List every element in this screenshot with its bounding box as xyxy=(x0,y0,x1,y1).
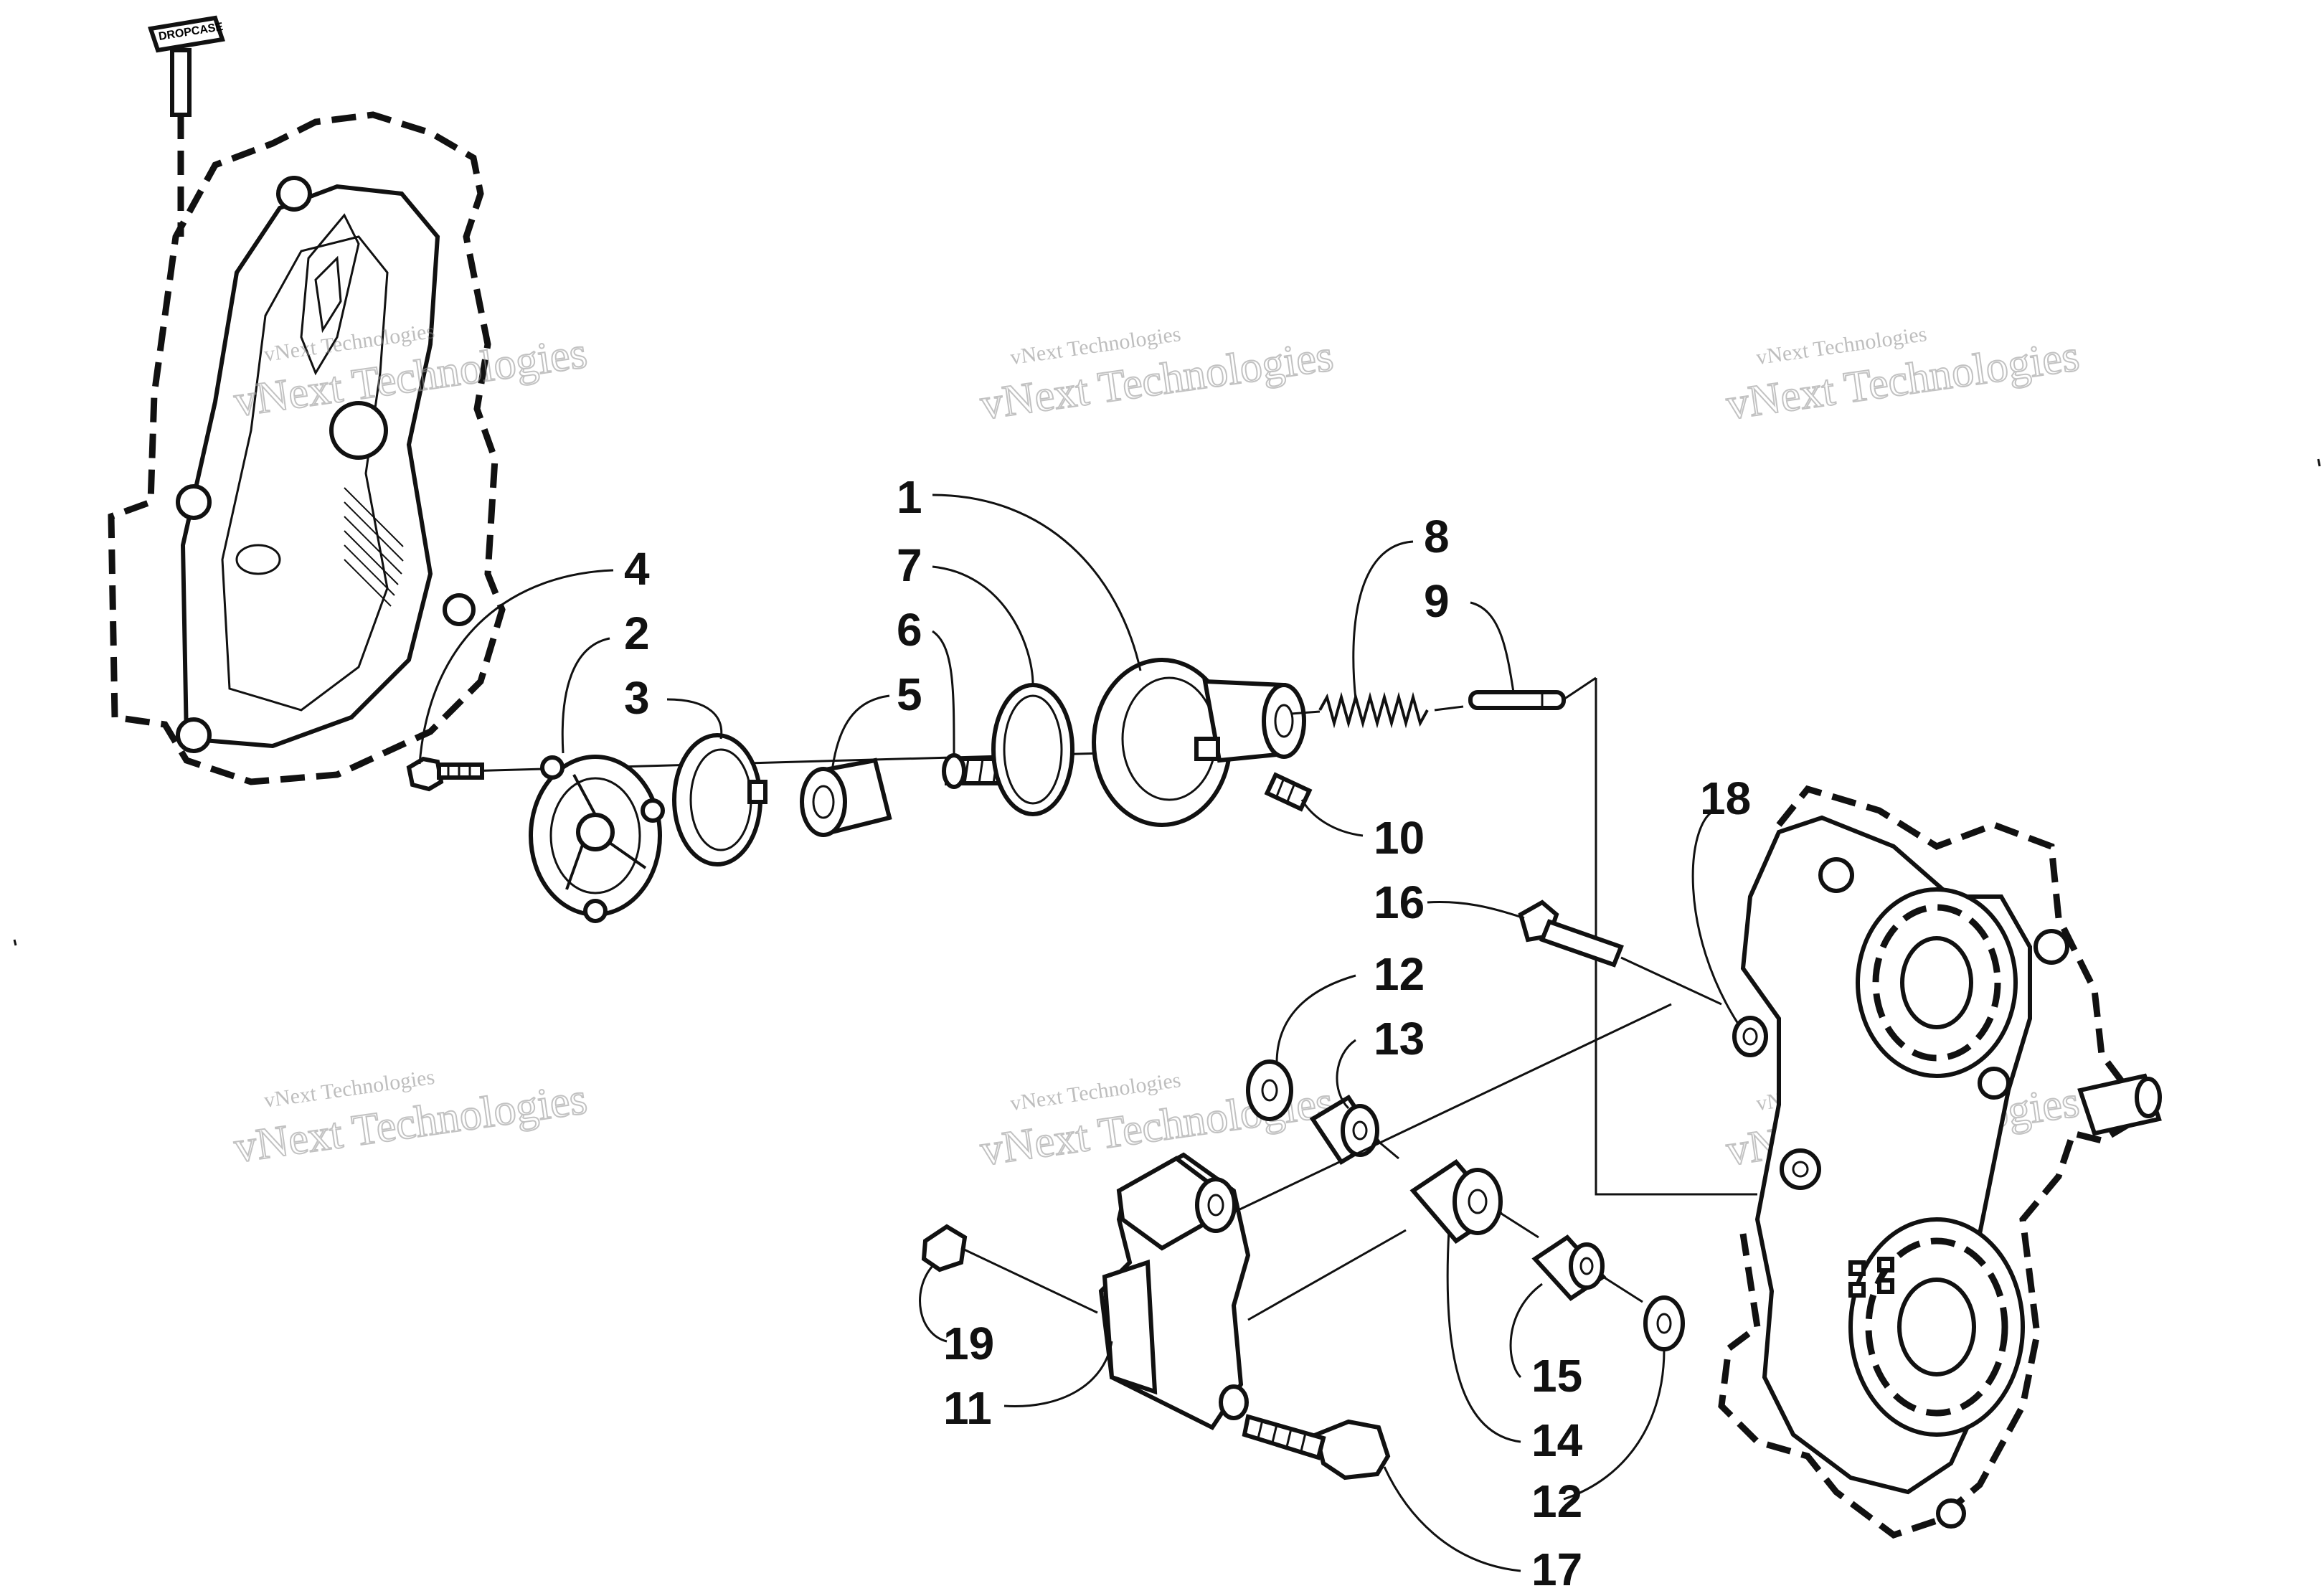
part-17-bolt xyxy=(1242,1414,1391,1481)
leader-5 xyxy=(831,694,890,772)
pin-to-mount-leader xyxy=(1595,678,1757,1196)
leader-11 xyxy=(1003,1341,1113,1407)
leader-10 xyxy=(1300,799,1364,837)
edge-mark xyxy=(2317,458,2321,467)
callout-16: 16 xyxy=(1374,877,1425,928)
leader-8 xyxy=(1352,540,1414,700)
leader-7 xyxy=(932,565,1034,686)
part-18-washer xyxy=(1732,1016,1768,1057)
leader-3 xyxy=(666,698,723,740)
leader-16 xyxy=(1427,901,1525,920)
cover-bolt-boss xyxy=(443,593,476,626)
callout-6: 6 xyxy=(897,604,922,656)
part-16-bolt xyxy=(1518,899,1722,1006)
part-10-set-screw xyxy=(1264,772,1313,812)
callout-8: 8 xyxy=(1424,511,1450,562)
callout-13: 13 xyxy=(1374,1013,1425,1064)
callout-5: 5 xyxy=(897,669,922,720)
dropcase-pivot-boss xyxy=(1780,1148,1821,1190)
part-8-spring xyxy=(1290,691,1464,729)
callout-17: 17 xyxy=(1531,1544,1582,1592)
callout-3: 3 xyxy=(624,672,650,724)
callout-18: 18 xyxy=(1700,773,1751,824)
leader-12-upper xyxy=(1275,974,1356,1064)
leader-1 xyxy=(932,494,1142,671)
part-12-washer-lower xyxy=(1643,1295,1685,1351)
part-19-nut xyxy=(921,1224,1098,1314)
part-7-oring xyxy=(991,683,1074,816)
leader-9 xyxy=(1470,601,1515,693)
callout-9: 9 xyxy=(1424,575,1450,627)
edge-mark xyxy=(13,939,17,946)
leader-17 xyxy=(1383,1466,1521,1572)
part-1-housing xyxy=(1092,658,1306,827)
watermark-bottom-left: vNext Technologies vNext Technologies xyxy=(230,1065,590,1173)
dropcase-housing xyxy=(1718,785,2162,1539)
callout-15: 15 xyxy=(1531,1350,1582,1402)
part-3-ring xyxy=(672,733,767,867)
callout-14: 14 xyxy=(1531,1415,1583,1466)
callout-19: 19 xyxy=(943,1318,994,1369)
part-2-cap xyxy=(529,755,665,923)
cover-bolt-boss xyxy=(276,176,312,212)
part-15-small-bushing xyxy=(1531,1234,1643,1303)
part-14-large-bushing xyxy=(1409,1159,1539,1244)
leader-6 xyxy=(932,630,955,757)
part-12-washer-upper xyxy=(1246,1059,1293,1121)
callout-7: 7 xyxy=(897,539,922,591)
watermark-top-center: vNext Technologies vNext Technologies xyxy=(977,322,1337,430)
leader-4 xyxy=(418,569,614,765)
leader-18 xyxy=(1691,809,1741,1026)
part-5-bushing xyxy=(800,757,892,837)
callout-4: 4 xyxy=(624,543,650,595)
leader-2 xyxy=(561,637,610,754)
part-11-arm xyxy=(1098,1003,1672,1430)
part-4-bolt xyxy=(406,756,484,792)
cover-shaft-boss xyxy=(329,401,388,460)
callout-10: 10 xyxy=(1374,812,1425,864)
leader-19 xyxy=(919,1265,948,1343)
cover-hatching xyxy=(344,487,404,607)
cover-bolt-boss xyxy=(176,717,212,753)
chaincase-cover: DROPCASE xyxy=(108,15,506,785)
leader-13 xyxy=(1336,1039,1356,1110)
callout-12-upper: 12 xyxy=(1374,948,1425,1000)
leader-14 xyxy=(1446,1229,1521,1443)
cover-bolt-boss xyxy=(176,484,212,520)
leader-12-lower xyxy=(1563,1349,1666,1501)
part-9-pin xyxy=(1468,676,1597,710)
leader-15 xyxy=(1509,1283,1543,1379)
callout-2: 2 xyxy=(624,608,650,659)
callout-1: 1 xyxy=(897,471,922,523)
callout-12-lower: 12 xyxy=(1531,1475,1582,1527)
callout-11: 11 xyxy=(943,1382,992,1434)
leader-lines xyxy=(418,494,1741,1572)
dropcase-tag: DROPCASE xyxy=(148,15,225,237)
watermark-top-right: vNext Technologies vNext Technologies xyxy=(1723,322,2083,430)
callout-labels: 1 2 3 4 5 6 7 8 9 10 11 12 12 13 14 15 1… xyxy=(624,471,1751,1595)
